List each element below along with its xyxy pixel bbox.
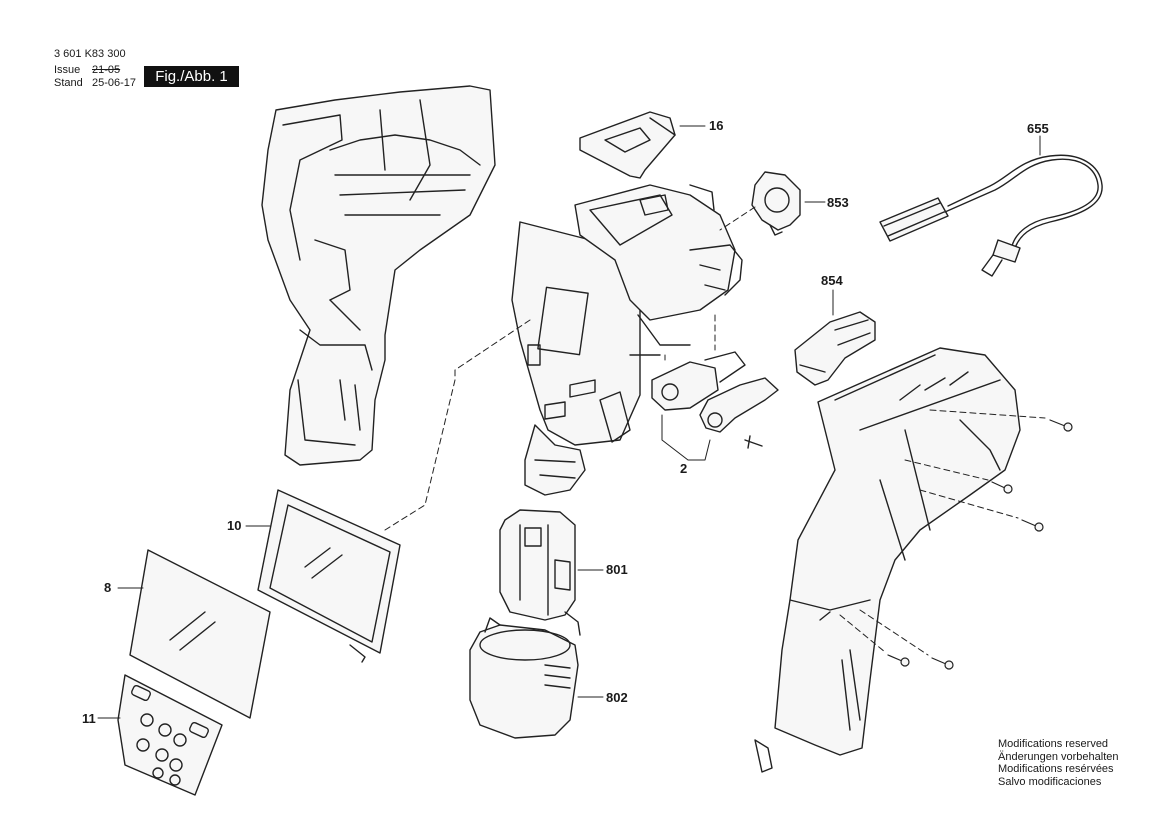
issue-label: Issue (54, 64, 81, 76)
modification-notes: Modifications reserved Änderungen vorbeh… (998, 738, 1118, 788)
part-853-holder (751, 171, 801, 236)
part-10-display-frame (257, 489, 401, 663)
screws (887, 419, 1073, 670)
note-line: Modifications resérvées (998, 763, 1114, 775)
callout-2: 2 (680, 461, 688, 476)
callout-655: 655 (1027, 121, 1049, 136)
sensor-assembly (511, 184, 743, 496)
rear-housing-shell (261, 85, 496, 466)
figure-label: Fig./Abb. 1 (144, 66, 239, 87)
callout-853: 853 (827, 195, 849, 210)
callout-802: 802 (606, 690, 628, 705)
part-11-keypad (117, 674, 223, 796)
part-8-cover-glass (129, 549, 271, 719)
assembly-guide-lines (384, 314, 1046, 656)
callout-801: 801 (606, 562, 628, 577)
stand-label: Stand (54, 77, 83, 89)
callout-11: 11 (82, 711, 96, 726)
part-802-battery-cover (469, 617, 579, 739)
front-housing-shell (754, 347, 1021, 773)
part-801-battery (499, 509, 581, 636)
note-line: Änderungen vorbehalten (998, 750, 1119, 763)
part-2-switch-set (651, 351, 779, 449)
callout-8: 8 (104, 580, 112, 595)
doc-number: 3 601 K83 300 (54, 48, 126, 60)
usb-cable-655 (879, 154, 1103, 277)
callout-16: 16 (709, 118, 724, 133)
callout-10: 10 (227, 518, 242, 533)
stand-value: 25-06-17 (92, 77, 137, 89)
callout-854: 854 (821, 273, 843, 288)
issue-value: 21-05 (92, 64, 121, 76)
note-line: Salvo modificaciones (998, 775, 1102, 788)
part-854-trigger (794, 311, 876, 386)
note-line: Modifications reserved (998, 738, 1109, 750)
part-16-cap (579, 111, 676, 179)
